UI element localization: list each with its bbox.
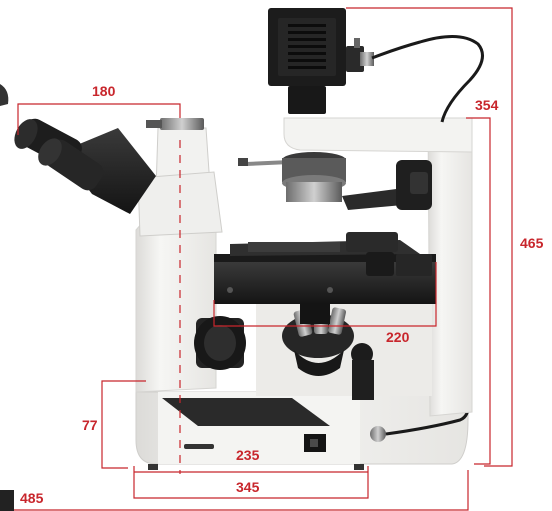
base-top-plate xyxy=(162,398,330,426)
dimension-77: 77 xyxy=(82,417,98,433)
dimension-485: 485 xyxy=(20,490,44,506)
coarse-knob-small xyxy=(351,343,373,365)
dimension-labels: 180 354 465 220 77 235 345 485 xyxy=(20,83,544,506)
edge-object xyxy=(0,490,14,511)
power-switch-rocker xyxy=(310,439,318,447)
microscope xyxy=(14,8,484,470)
focus-knob xyxy=(194,316,246,370)
dimension-354: 354 xyxy=(475,97,499,113)
objective-turret xyxy=(282,306,354,376)
base-foot-right xyxy=(354,464,364,470)
side-knob-stem xyxy=(352,360,374,400)
top-arm xyxy=(283,117,473,153)
eyepieces xyxy=(14,118,156,214)
lamp-house xyxy=(268,8,484,123)
base-slot xyxy=(184,444,214,449)
edge-object-left xyxy=(0,84,9,106)
dimension-180: 180 xyxy=(92,83,116,99)
dimension-235: 235 xyxy=(236,447,260,463)
mechanical-stage xyxy=(214,232,436,324)
base-foot-left xyxy=(148,464,158,470)
dimension-lines xyxy=(14,7,513,511)
camera-port-ring xyxy=(160,118,204,130)
power-connector xyxy=(370,426,386,442)
lamp-cable xyxy=(371,35,484,123)
dimension-465: 465 xyxy=(520,235,544,251)
dimension-220: 220 xyxy=(386,329,410,345)
camera-port-cap xyxy=(146,120,162,128)
condenser xyxy=(238,152,432,210)
dimension-345: 345 xyxy=(236,479,260,495)
